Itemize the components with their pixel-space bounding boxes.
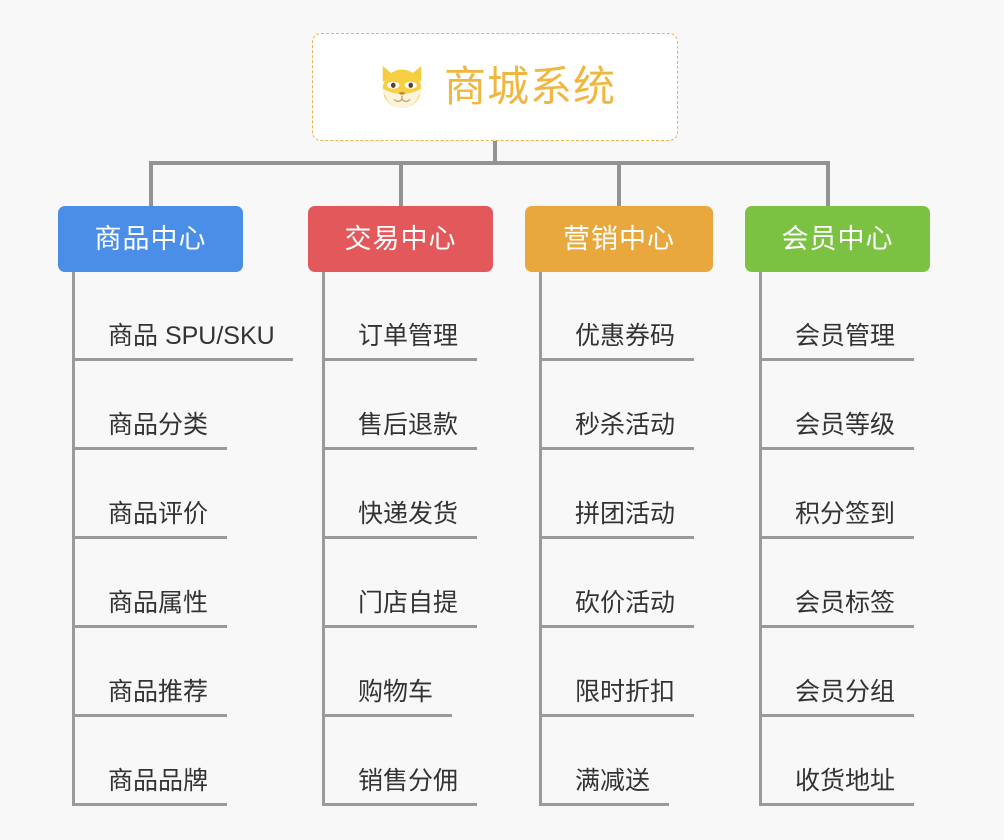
connector-drop-1 bbox=[149, 161, 153, 206]
leaf-item-label: 优惠券码 bbox=[575, 322, 676, 350]
leaf-item-label: 会员管理 bbox=[795, 322, 896, 350]
category-column: 交易中心订单管理售后退款快递发货门店自提购物车销售分佣 bbox=[308, 206, 493, 806]
leaf-item[interactable]: 商品分类 bbox=[75, 361, 227, 450]
category-label: 会员中心 bbox=[781, 223, 894, 254]
leaf-item[interactable]: 收货地址 bbox=[762, 717, 914, 806]
leaf-item-label: 销售分佣 bbox=[358, 767, 459, 795]
category-label: 交易中心 bbox=[344, 223, 457, 254]
leaf-item[interactable]: 砍价活动 bbox=[542, 539, 694, 628]
leaf-item-label: 会员等级 bbox=[795, 411, 896, 439]
leaf-item-label: 会员标签 bbox=[795, 589, 896, 617]
leaf-item-label: 门店自提 bbox=[358, 589, 459, 617]
leaf-item[interactable]: 优惠券码 bbox=[542, 272, 694, 361]
connector-horizontal-bus bbox=[149, 161, 830, 165]
category-box[interactable]: 商品中心 bbox=[58, 206, 243, 272]
leaf-item-label: 限时折扣 bbox=[575, 678, 676, 706]
leaf-item[interactable]: 会员标签 bbox=[762, 539, 914, 628]
leaf-item[interactable]: 订单管理 bbox=[325, 272, 477, 361]
leaf-item[interactable]: 满减送 bbox=[542, 717, 669, 806]
leaf-item[interactable]: 售后退款 bbox=[325, 361, 477, 450]
leaf-list: 订单管理售后退款快递发货门店自提购物车销售分佣 bbox=[322, 272, 493, 806]
shiba-dog-face-icon bbox=[382, 66, 422, 108]
connector-drop-4 bbox=[826, 161, 830, 206]
leaf-item-label: 商品属性 bbox=[108, 589, 209, 617]
leaf-item[interactable]: 商品品牌 bbox=[75, 717, 227, 806]
category-column: 商品中心商品 SPU/SKU 商品分类商品评价商品属性商品推荐商品品牌 bbox=[58, 206, 293, 806]
connector-drop-3 bbox=[617, 161, 621, 206]
leaf-item-label: 商品 SPU/SKU bbox=[108, 322, 275, 350]
leaf-item-label: 商品推荐 bbox=[108, 678, 209, 706]
leaf-item[interactable]: 秒杀活动 bbox=[542, 361, 694, 450]
leaf-item-label: 积分签到 bbox=[795, 500, 896, 528]
leaf-item-label: 售后退款 bbox=[358, 411, 459, 439]
leaf-item-label: 订单管理 bbox=[358, 322, 459, 350]
leaf-list: 商品 SPU/SKU 商品分类商品评价商品属性商品推荐商品品牌 bbox=[72, 272, 293, 806]
leaf-item-label: 秒杀活动 bbox=[575, 411, 676, 439]
category-column: 营销中心优惠券码秒杀活动拼团活动砍价活动限时折扣满减送 bbox=[525, 206, 713, 806]
category-box[interactable]: 营销中心 bbox=[525, 206, 713, 272]
connector-root-stem bbox=[493, 141, 497, 164]
leaf-item-label: 会员分组 bbox=[795, 678, 896, 706]
leaf-item-label: 购物车 bbox=[358, 678, 434, 706]
leaf-item[interactable]: 商品推荐 bbox=[75, 628, 227, 717]
category-label: 商品中心 bbox=[94, 223, 207, 254]
leaf-item[interactable]: 销售分佣 bbox=[325, 717, 477, 806]
leaf-item[interactable]: 购物车 bbox=[325, 628, 452, 717]
leaf-list: 会员管理会员等级积分签到会员标签会员分组收货地址 bbox=[759, 272, 930, 806]
leaf-item-label: 砍价活动 bbox=[575, 589, 676, 617]
connector-drop-2 bbox=[399, 161, 403, 206]
category-column: 会员中心会员管理会员等级积分签到会员标签会员分组收货地址 bbox=[745, 206, 930, 806]
leaf-item-label: 拼团活动 bbox=[575, 500, 676, 528]
category-box[interactable]: 交易中心 bbox=[308, 206, 493, 272]
leaf-item[interactable]: 拼团活动 bbox=[542, 450, 694, 539]
category-label: 营销中心 bbox=[563, 223, 675, 254]
root-node[interactable]: 商城系统 bbox=[312, 33, 678, 141]
leaf-item[interactable]: 门店自提 bbox=[325, 539, 477, 628]
leaf-item[interactable]: 快递发货 bbox=[325, 450, 477, 539]
leaf-item-label: 商品评价 bbox=[108, 500, 209, 528]
category-box[interactable]: 会员中心 bbox=[745, 206, 930, 272]
leaf-item[interactable]: 商品评价 bbox=[75, 450, 227, 539]
leaf-item-label: 快递发货 bbox=[358, 500, 459, 528]
leaf-item[interactable]: 限时折扣 bbox=[542, 628, 694, 717]
leaf-item[interactable]: 会员管理 bbox=[762, 272, 914, 361]
root-title: 商城系统 bbox=[443, 63, 616, 110]
leaf-item[interactable]: 会员分组 bbox=[762, 628, 914, 717]
leaf-item-label: 商品品牌 bbox=[108, 767, 209, 795]
leaf-item[interactable]: 会员等级 bbox=[762, 361, 914, 450]
leaf-item-label: 满减送 bbox=[575, 767, 651, 795]
leaf-item[interactable]: 积分签到 bbox=[762, 450, 914, 539]
leaf-item-label: 收货地址 bbox=[795, 767, 896, 795]
leaf-list: 优惠券码秒杀活动拼团活动砍价活动限时折扣满减送 bbox=[539, 272, 713, 806]
leaf-item[interactable]: 商品 SPU/SKU bbox=[75, 272, 293, 361]
leaf-item[interactable]: 商品属性 bbox=[75, 539, 227, 628]
leaf-item-label: 商品分类 bbox=[108, 411, 209, 439]
